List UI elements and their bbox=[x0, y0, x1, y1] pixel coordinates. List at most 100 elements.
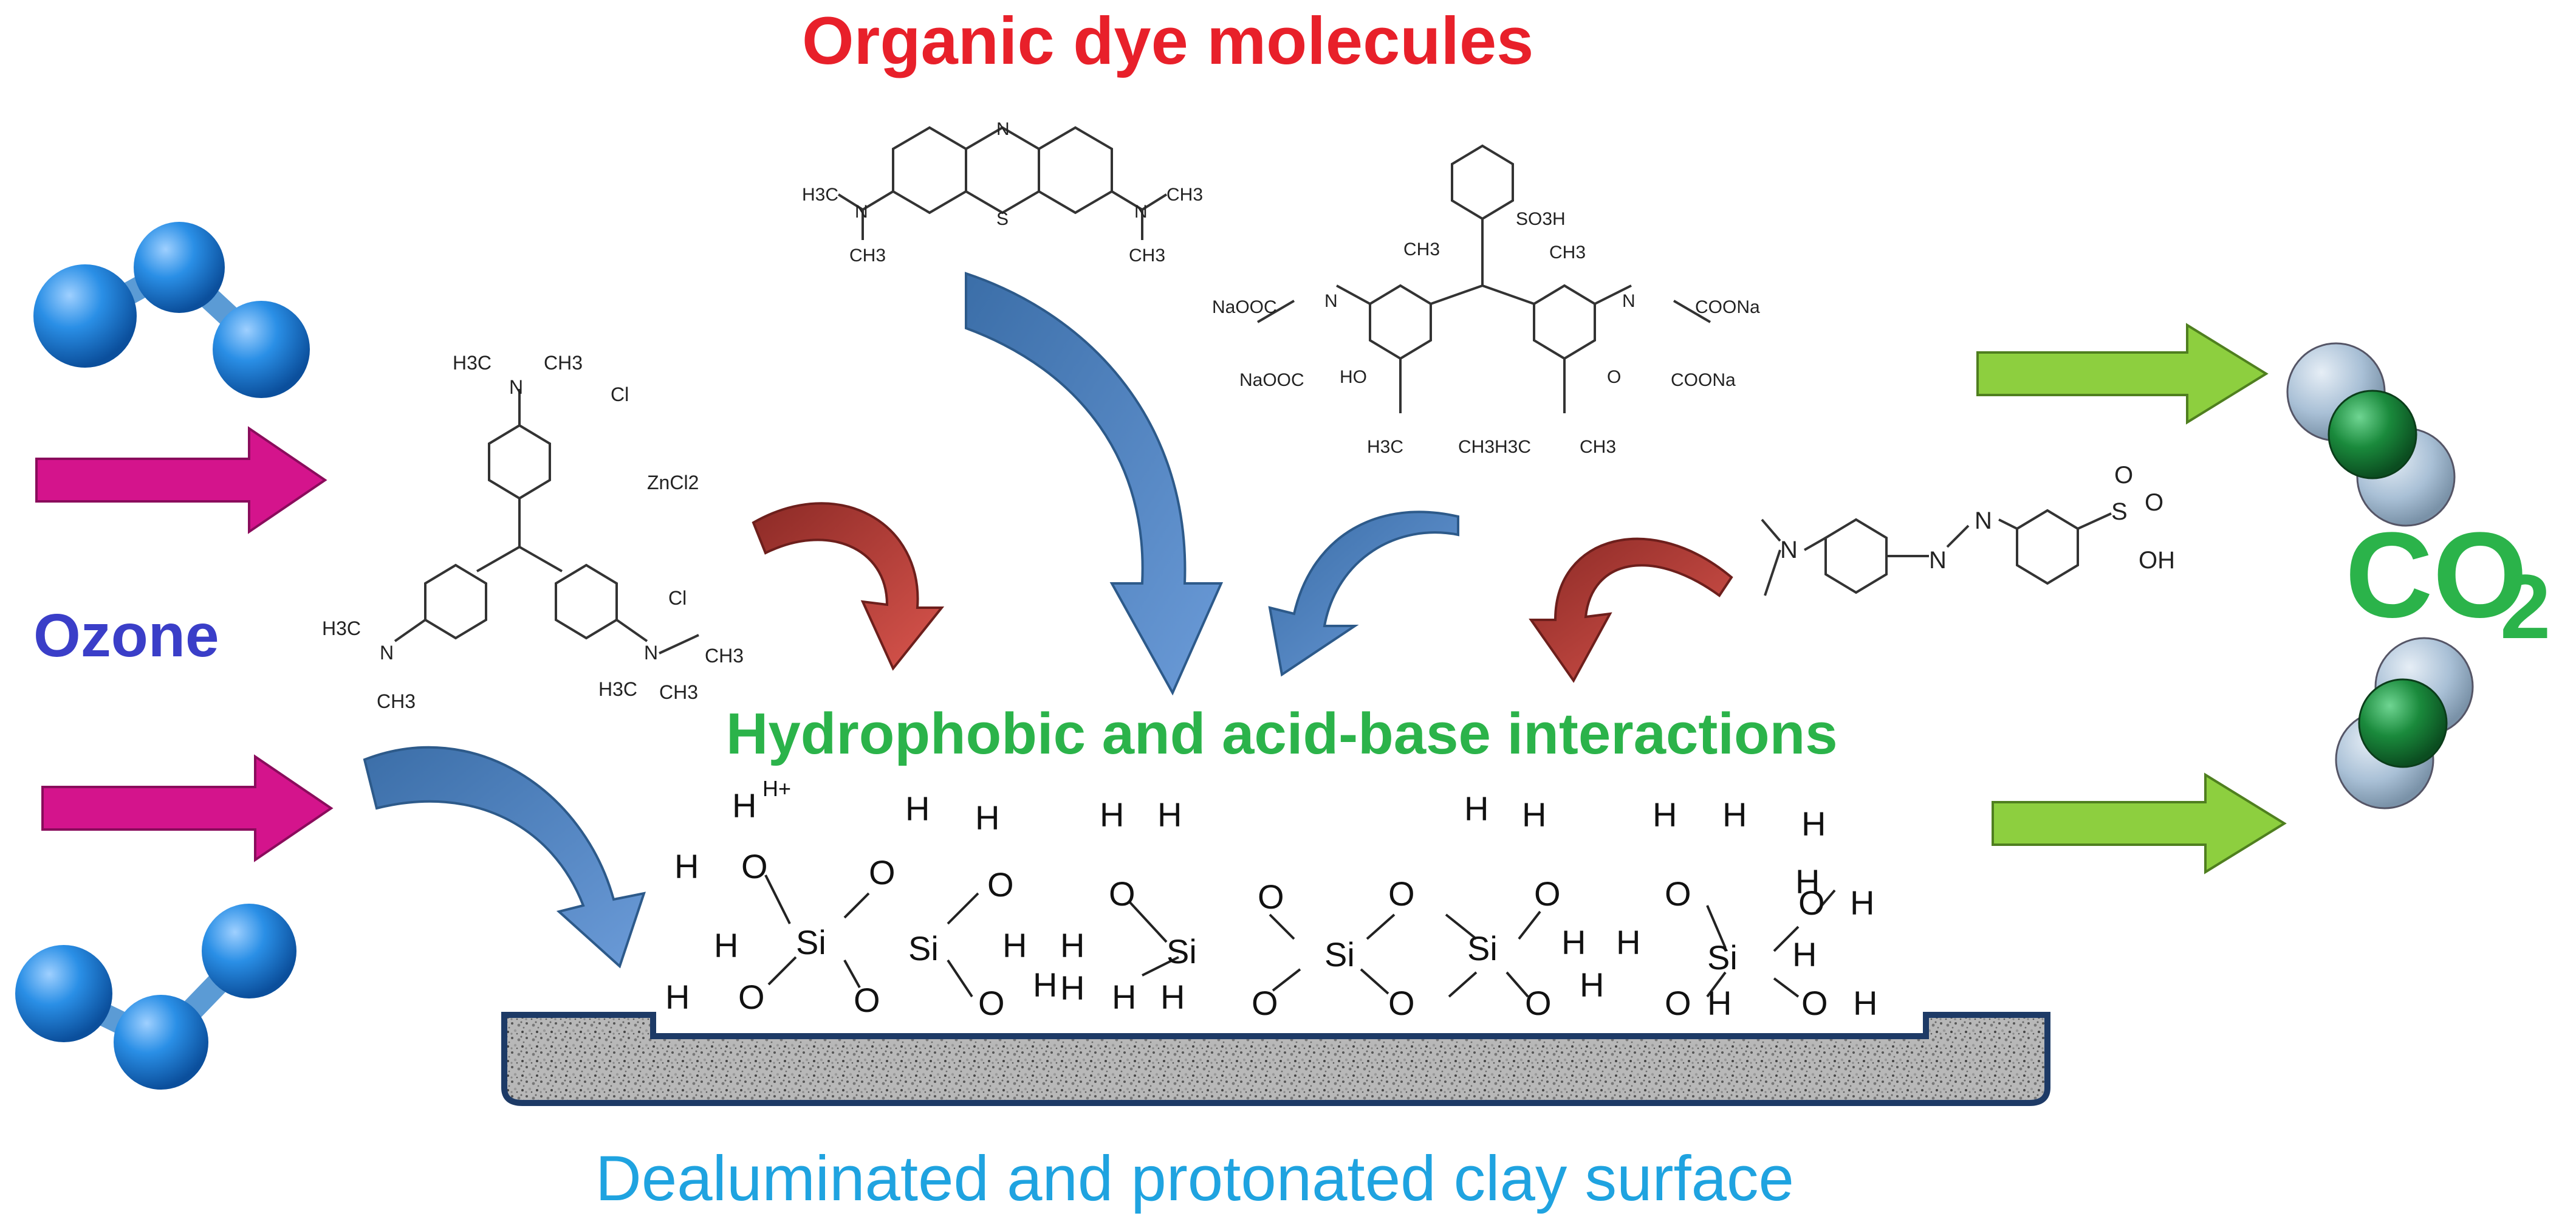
atom-label: N bbox=[855, 202, 868, 222]
surface-h-atom: H bbox=[1002, 926, 1027, 964]
surface-h-atom: H bbox=[1795, 862, 1820, 901]
atom-label: N bbox=[1929, 547, 1947, 574]
atom-label: S bbox=[996, 209, 1009, 229]
atom-label: CH3 bbox=[1166, 185, 1203, 205]
surface-si-atom: Si bbox=[1467, 929, 1498, 967]
surface-si-atom: Si bbox=[1707, 938, 1738, 977]
surface-o-atom: O bbox=[1258, 878, 1284, 916]
surface-h-atom: H bbox=[1580, 966, 1604, 1004]
surface-h-atom: H bbox=[1060, 926, 1084, 964]
surface-si-atom: Si bbox=[1324, 935, 1355, 974]
crystal-violet-labels: H3C N CH3 Cl ZnCl2 Cl H3C N CH3 N CH3 H3… bbox=[322, 352, 744, 712]
red-curved-arrow-left bbox=[752, 502, 945, 671]
co2-molecule-bottom bbox=[2335, 637, 2474, 809]
atom-label: H3C bbox=[802, 185, 838, 205]
red-curved-arrow-right bbox=[1529, 537, 1733, 683]
atom-label: Cl bbox=[611, 383, 629, 405]
surface-h-atom: H bbox=[665, 978, 690, 1016]
surface-o-atom: O bbox=[741, 847, 768, 885]
ozone-arrow-bottom bbox=[41, 754, 334, 862]
surface-o-atom: O bbox=[987, 865, 1014, 904]
surface-h-atom: H bbox=[1722, 795, 1747, 834]
surface-o-atom: O bbox=[1388, 874, 1415, 913]
atom-label: H3C bbox=[453, 352, 492, 374]
surface-si-atom: Si bbox=[796, 923, 826, 961]
atom-label: N bbox=[1780, 537, 1798, 563]
ozone-atom bbox=[15, 945, 112, 1042]
methyl-orange-labels: N N N S O O OH bbox=[1780, 462, 2175, 574]
atom-label: CH3 bbox=[659, 681, 698, 703]
clay-surface-slab bbox=[501, 1012, 2050, 1106]
blue-curved-arrow-left bbox=[363, 746, 646, 969]
surface-o-atom: O bbox=[1801, 984, 1828, 1022]
ozone-molecule-top bbox=[33, 222, 310, 398]
atom-label: CH3 bbox=[377, 690, 416, 712]
surface-h-atom: H bbox=[1522, 795, 1546, 834]
surface-h-atom: H bbox=[1853, 984, 1877, 1022]
surface-o-atom: O bbox=[978, 984, 1005, 1022]
ozone-atom bbox=[213, 301, 310, 398]
surface-h-atom: H bbox=[732, 786, 756, 825]
atom-label: ZnCl2 bbox=[647, 472, 699, 493]
methylene-blue-structure bbox=[837, 126, 1168, 240]
surface-h-atom: H bbox=[905, 789, 930, 828]
atom-label: N bbox=[1975, 507, 1992, 534]
atom-label: CH3 bbox=[544, 352, 583, 374]
surface-h-atom: H bbox=[1616, 923, 1640, 961]
surface-h-atom: H bbox=[1801, 805, 1826, 843]
atom-label: N bbox=[1324, 291, 1338, 311]
surface-h-atom: H bbox=[1100, 795, 1124, 834]
surface-h-atom: H bbox=[975, 799, 999, 837]
atom-label: CH3 bbox=[1403, 239, 1440, 259]
atom-label: N bbox=[1622, 291, 1636, 311]
atom-label: N bbox=[509, 376, 523, 398]
atom-label: O bbox=[1607, 367, 1621, 387]
co2-carbon-atom bbox=[2358, 678, 2448, 768]
surface-o-atom: O bbox=[854, 981, 880, 1019]
ozone-label: Ozone bbox=[33, 602, 219, 670]
surface-h-atom: H bbox=[1464, 789, 1488, 828]
atom-label: O bbox=[2145, 489, 2163, 516]
atom-label: N bbox=[380, 642, 394, 664]
surface-h-atom: H bbox=[1112, 978, 1136, 1016]
surface-si-atom: Si bbox=[908, 929, 939, 967]
surface-h-atom: H bbox=[1850, 884, 1874, 922]
atom-label: Cl bbox=[668, 587, 687, 609]
organic-dye-title: Organic dye molecules bbox=[802, 4, 1533, 78]
atom-label: NaOOC bbox=[1239, 370, 1304, 390]
clay-surface-label: Dealuminated and protonated clay surface bbox=[595, 1143, 1794, 1214]
atom-label: CH3H3C bbox=[1458, 437, 1531, 457]
atom-label: H3C bbox=[1367, 437, 1403, 457]
atom-label: O bbox=[2114, 462, 2133, 489]
surface-o-atom: O bbox=[1665, 984, 1691, 1022]
atom-label: S bbox=[2111, 498, 2128, 525]
atom-label: CH3 bbox=[1580, 437, 1616, 457]
surface-h-atom: H bbox=[1707, 984, 1732, 1022]
crystal-violet-structure bbox=[394, 389, 699, 655]
surface-o-atom: O bbox=[738, 978, 765, 1016]
surface-h-atom: H bbox=[1792, 935, 1817, 974]
atom-label: H3C bbox=[322, 617, 361, 639]
ozone-atom bbox=[33, 264, 137, 368]
surface-si-atom: Si bbox=[1166, 932, 1197, 971]
surface-o-atom: O bbox=[1798, 884, 1825, 922]
surface-o-atom: O bbox=[1388, 984, 1415, 1022]
atom-label: COONa bbox=[1671, 370, 1736, 390]
co2-molecule-top bbox=[2286, 342, 2456, 527]
atom-label: H3C bbox=[598, 678, 637, 700]
methyl-orange-structure bbox=[1761, 509, 2112, 596]
ozone-arrow-top bbox=[35, 426, 327, 534]
atom-label: CH3 bbox=[849, 246, 886, 266]
surface-atoms: H H+ H O H Si H O O H Si O H O H O H H H… bbox=[665, 776, 1877, 1022]
atom-label: N bbox=[1134, 202, 1148, 222]
xylenol-orange-labels: SO3H CH3 NaOOC N N COONa NaOOC HO O COON… bbox=[1212, 209, 1760, 457]
atom-label: N bbox=[996, 119, 1010, 139]
atom-label: HO bbox=[1340, 367, 1367, 387]
surface-h-atom: H bbox=[714, 926, 738, 964]
surface-o-atom: O bbox=[1109, 874, 1136, 913]
ozone-atom bbox=[114, 995, 208, 1090]
ozone-molecule-bottom bbox=[15, 904, 296, 1090]
surface-h-atom: H bbox=[1060, 969, 1084, 1007]
surface-o-atom: O bbox=[1665, 874, 1691, 913]
